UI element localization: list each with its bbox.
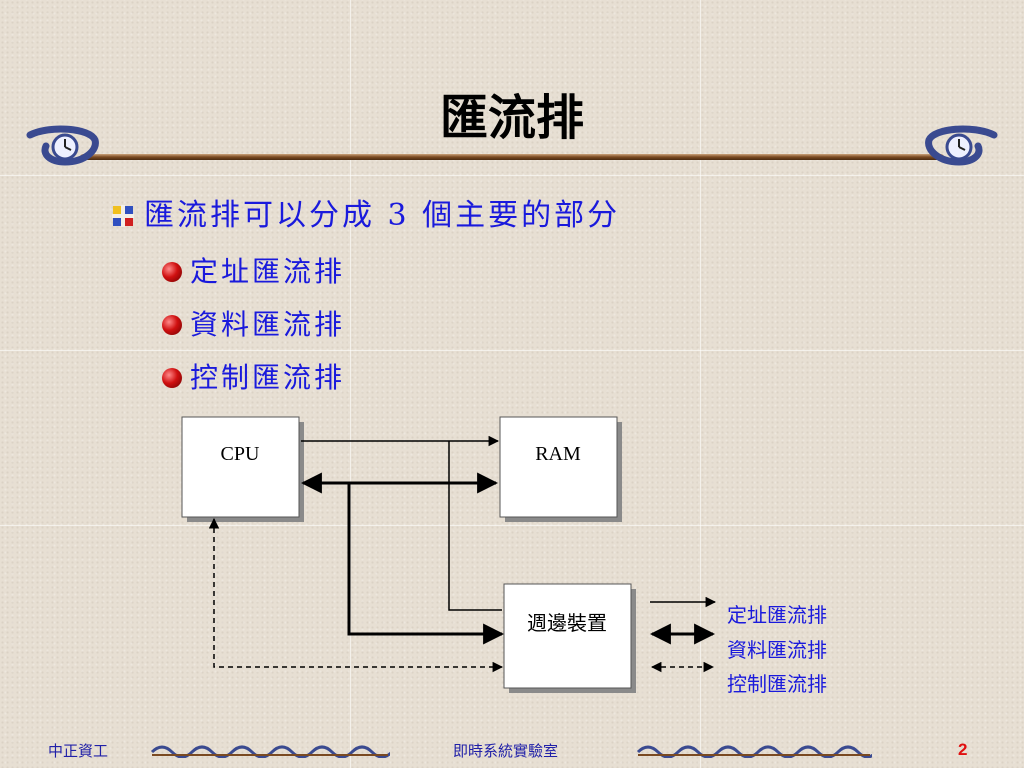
- sub-bullet: 定址匯流排: [162, 250, 345, 290]
- bg-grid-line: [0, 350, 1024, 351]
- data-bus-branch: [347, 483, 505, 645]
- control-bus-line: [208, 517, 504, 673]
- red-ball-bullet-icon: [162, 261, 182, 282]
- scroll-ornament-icon: [636, 745, 872, 758]
- footer-center-text: 即時系統實驗室: [453, 742, 559, 760]
- peripheral-node: 週邊裝置: [503, 583, 636, 693]
- address-bus-branch: [448, 441, 502, 611]
- bg-grid-line: [0, 525, 1024, 526]
- clock-scroll-icon: [26, 125, 99, 166]
- legend-data-label: 資料匯流排: [727, 638, 827, 662]
- sub-bullet: 控制匯流排: [162, 356, 345, 396]
- ram-label: RAM: [535, 443, 581, 465]
- sub-bullet-text: 控制匯流排: [190, 361, 346, 394]
- bg-grid-line: [0, 175, 1024, 176]
- bullet-main: 匯流排可以分成 3 個主要的部分: [112, 190, 620, 235]
- header-ornament: [26, 125, 998, 166]
- bg-grid-line: [700, 0, 701, 768]
- red-ball-bullet-icon: [162, 314, 182, 335]
- slide-title: 匯流排: [439, 90, 584, 146]
- sub-bullet-text: 定址匯流排: [190, 255, 346, 288]
- legend-control-label: 控制匯流排: [727, 672, 827, 696]
- footer-left-text: 中正資工: [48, 742, 109, 760]
- header-rod: [80, 154, 944, 160]
- square-bullet-icon: [112, 200, 134, 235]
- legend-address-label: 定址匯流排: [727, 603, 827, 627]
- bg-grid-line: [350, 0, 351, 768]
- ram-node: RAM: [499, 416, 622, 522]
- red-ball-bullet-icon: [162, 367, 182, 388]
- sub-bullet: 資料匯流排: [162, 303, 345, 343]
- cpu-label: CPU: [221, 443, 260, 465]
- cpu-node: CPU: [181, 416, 304, 522]
- peripheral-label: 週邊裝置: [527, 612, 607, 635]
- scroll-ornament-icon: [150, 745, 390, 758]
- page-number: 2: [958, 740, 968, 759]
- sub-bullet-text: 資料匯流排: [190, 308, 346, 341]
- bullet-main-text: 匯流排可以分成 3 個主要的部分: [144, 198, 621, 233]
- clock-scroll-icon: [925, 125, 998, 166]
